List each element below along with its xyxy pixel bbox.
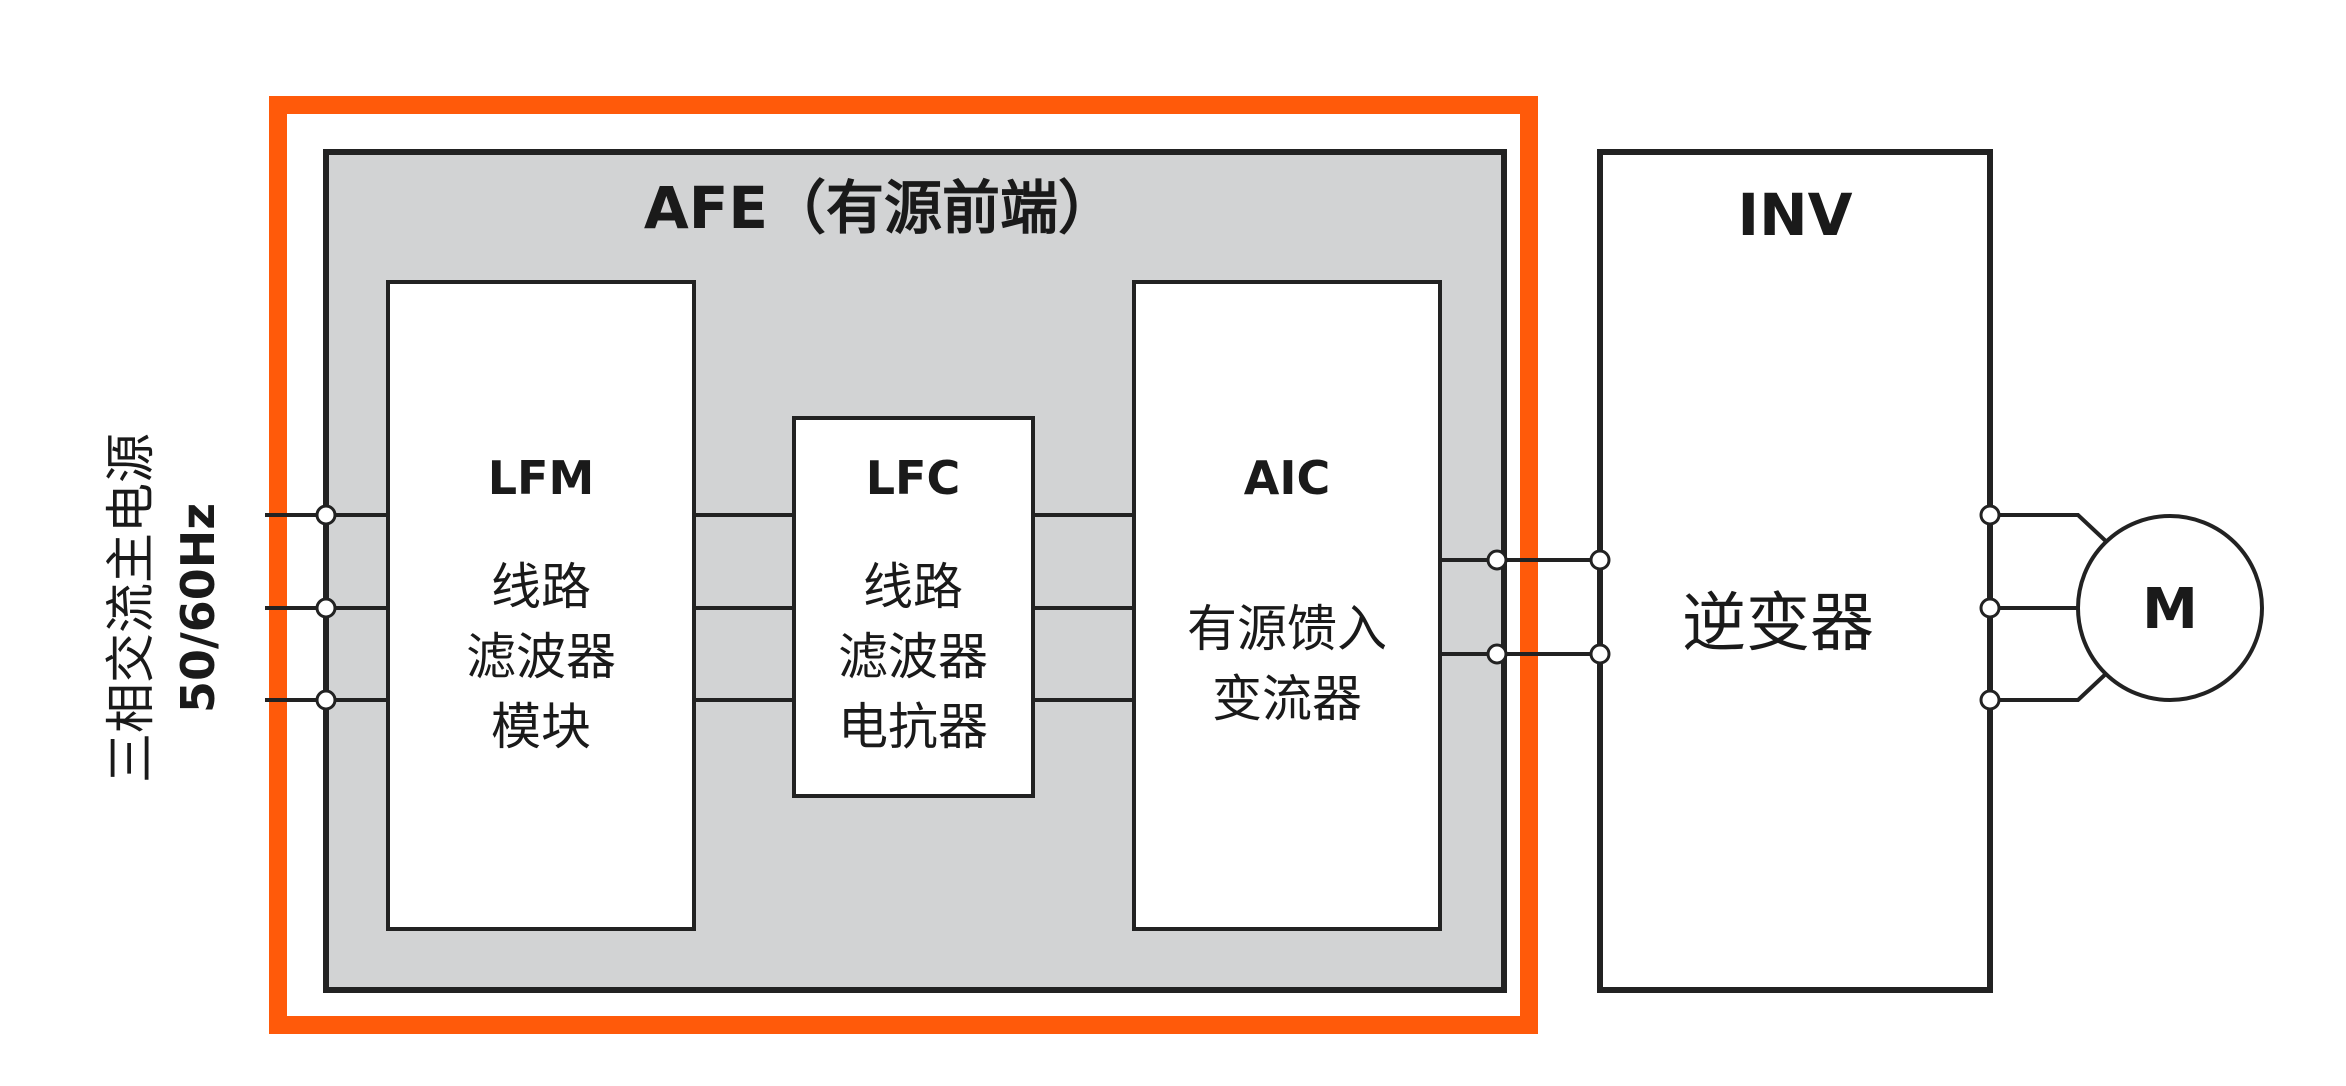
input-terminal-1 — [315, 504, 337, 526]
terminals — [315, 504, 2001, 711]
motor-wire-w — [1990, 668, 2112, 702]
lfm-code: LFM — [488, 451, 595, 505]
input-terminal-2 — [315, 597, 337, 619]
lfc-desc-line-1: 线路 — [863, 558, 963, 616]
lfc-desc-line-3: 电抗器 — [838, 698, 988, 756]
lfm-desc-line-2: 滤波器 — [466, 628, 616, 686]
lfm-box — [386, 280, 696, 931]
afe-dc-terminal-neg — [1486, 643, 1508, 665]
input-label-line-2: 50/60Hz — [171, 503, 225, 713]
inv-code: INV — [1737, 181, 1852, 249]
motor-label: M — [2142, 577, 2198, 642]
input-label-line-1: 三相交流主电源 — [102, 433, 160, 783]
afe-title: AFE（有源前端） — [644, 174, 1116, 242]
aic-desc-line-1: 有源馈入 — [1187, 600, 1387, 658]
aic-box — [1132, 280, 1442, 931]
inv-out-terminal-v — [1979, 597, 2001, 619]
lfc-aic-lines — [1033, 513, 1134, 702]
motor-wire-u — [1990, 513, 2112, 547]
motor-wiring — [1990, 513, 2112, 702]
lfc-code: LFC — [866, 451, 961, 505]
input-terminal-3 — [315, 689, 337, 711]
lfm-desc-line-3: 模块 — [491, 698, 591, 756]
inv-dc-terminal-neg — [1589, 643, 1611, 665]
lfc-box — [792, 416, 1035, 798]
aic-code: AIC — [1244, 451, 1330, 505]
inv-out-terminal-u — [1979, 504, 2001, 526]
inv-out-terminal-w — [1979, 689, 2001, 711]
inv-dc-terminal-pos — [1589, 549, 1611, 571]
aic-desc-line-2: 变流器 — [1212, 670, 1362, 728]
dc-bus-lines — [1440, 558, 1600, 656]
lfm-desc-line-1: 线路 — [491, 558, 591, 616]
inv-box — [1597, 149, 1993, 993]
input-label: 三相交流主电源 50/60Hz — [102, 433, 225, 783]
afe-dc-terminal-pos — [1486, 549, 1508, 571]
motor-circle — [2076, 514, 2264, 702]
lfc-desc-line-2: 滤波器 — [838, 628, 988, 686]
lfm-lfc-lines — [694, 513, 794, 702]
inv-desc: 逆变器 — [1682, 587, 1874, 661]
